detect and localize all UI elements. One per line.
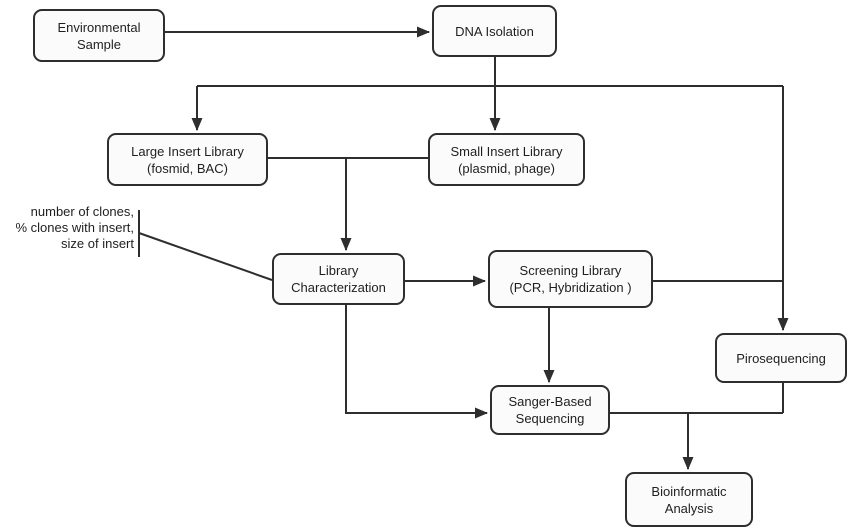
node-label: Large Insert Library	[131, 143, 244, 159]
annotation-line: number of clones,	[30, 204, 134, 219]
node-label: Library	[318, 263, 359, 278]
node-label: Pirosequencing	[736, 350, 826, 366]
node-label: Small Insert Library	[450, 143, 563, 159]
annotation-line: size of insert	[61, 236, 134, 251]
node-bioinformatic-analysis: Bioinformatic Analysis	[625, 472, 753, 527]
node-label: (plasmid, phage)	[458, 160, 555, 176]
node-dna-isolation: DNA Isolation	[432, 5, 557, 57]
node-label: Screening Library	[519, 263, 622, 278]
node-environmental-sample: Environmental Sample	[33, 9, 165, 62]
node-sanger-based-sequencing: Sanger-Based Sequencing	[490, 385, 610, 435]
library-metrics-annotation: number of clones, % clones with insert, …	[4, 204, 135, 252]
node-small-insert-library: Small Insert Library (plasmid, phage)	[428, 133, 585, 186]
node-label: (fosmid, BAC)	[147, 160, 228, 176]
node-large-insert-library: Large Insert Library (fosmid, BAC)	[107, 133, 268, 186]
node-pirosequencing: Pirosequencing	[715, 333, 847, 383]
node-label: Characterization	[291, 280, 386, 295]
node-library-characterization: Library Characterization	[272, 253, 405, 305]
node-label: Sample	[76, 36, 122, 52]
node-label: Environmental	[57, 19, 141, 35]
node-label: DNA Isolation	[455, 23, 534, 39]
node-label: Sanger-Based	[508, 394, 592, 409]
node-label: (PCR, Hybridization )	[509, 280, 632, 295]
node-label: Bioinformatic	[651, 483, 727, 499]
node-label: Analysis	[664, 500, 714, 516]
annotation-line: % clones with insert,	[15, 220, 135, 235]
node-label: Sequencing	[515, 411, 585, 426]
node-screening-library: Screening Library (PCR, Hybridization )	[488, 250, 653, 308]
